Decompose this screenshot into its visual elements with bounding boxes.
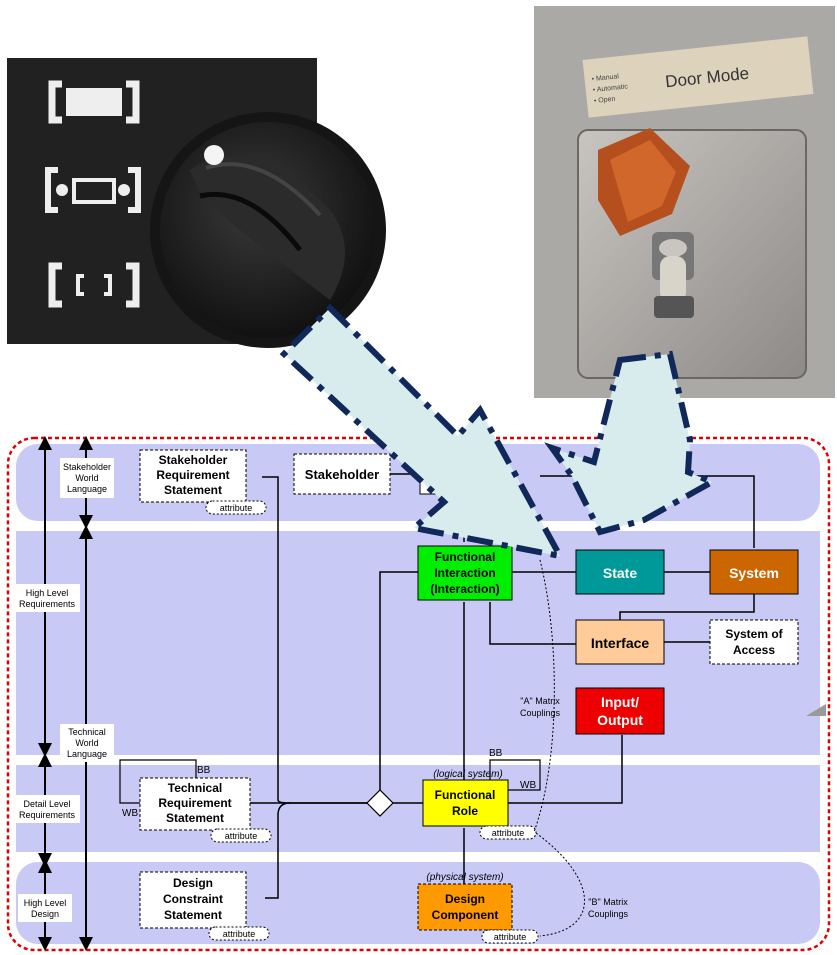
node-text: System bbox=[729, 565, 779, 581]
node-text: Design bbox=[445, 892, 485, 906]
a-matrix-label: Couplings bbox=[520, 708, 561, 718]
label-high-level-design: High Level Design bbox=[18, 894, 72, 922]
node-stakeholder-requirement-statement: Stakeholder Requirement Statement bbox=[140, 450, 246, 502]
attribute-pill: attribute bbox=[211, 829, 271, 842]
node-text: Statement bbox=[164, 483, 222, 497]
knob-photo bbox=[7, 58, 386, 348]
diagram: Stakeholder World Language High Level Re… bbox=[8, 438, 829, 950]
node-design-constraint-statement: Design Constraint Statement bbox=[140, 872, 246, 928]
left-label-line: Language bbox=[67, 484, 107, 494]
node-text: Role bbox=[452, 804, 478, 818]
toggle-switch bbox=[652, 232, 694, 318]
physical-system-label: (physical system) bbox=[426, 872, 503, 883]
node-system-of-access: System of Access bbox=[710, 620, 798, 664]
left-label-line: World bbox=[75, 738, 98, 748]
wb-label: WB bbox=[122, 808, 138, 819]
node-functional-role: Functional Role bbox=[423, 780, 508, 826]
wb-label: WB bbox=[520, 780, 536, 791]
logical-system-label: (logical system) bbox=[433, 769, 502, 780]
node-text: Output bbox=[597, 712, 643, 728]
node-text: State bbox=[603, 565, 637, 581]
node-technical-requirement-statement: Technical Requirement Statement bbox=[140, 778, 250, 830]
left-label-line: Requirements bbox=[19, 810, 76, 820]
node-text: Requirement bbox=[156, 468, 229, 482]
node-functional-interaction: Functional Interaction (Interaction) bbox=[418, 546, 512, 600]
left-label-line: Language bbox=[67, 749, 107, 759]
node-design-component: Design Component bbox=[418, 884, 512, 930]
attribute-text: attribute bbox=[492, 828, 525, 838]
node-stakeholder: Stakeholder bbox=[294, 454, 390, 494]
knob-indicator-dot bbox=[204, 145, 224, 165]
left-label-line: Technical bbox=[68, 727, 106, 737]
rotary-knob bbox=[150, 112, 386, 348]
node-text: Stakeholder bbox=[305, 467, 379, 482]
attribute-pill: attribute bbox=[209, 927, 269, 940]
b-matrix-label: Couplings bbox=[588, 909, 629, 919]
a-matrix-label: "A" Matrix bbox=[520, 696, 560, 706]
attribute-pill: attribute bbox=[480, 826, 536, 839]
node-interface: Interface bbox=[576, 620, 664, 664]
node-text: Requirement bbox=[158, 796, 231, 810]
attribute-text: attribute bbox=[223, 929, 256, 939]
b-matrix-label: "B" Matrix bbox=[588, 897, 628, 907]
node-text: System of bbox=[725, 627, 783, 641]
label-detail-level-requirements: Detail Level Requirements bbox=[14, 795, 80, 823]
attribute-pill: attribute bbox=[482, 930, 538, 943]
label-high-level-requirements: High Level Requirements bbox=[14, 584, 80, 612]
attribute-text: attribute bbox=[220, 503, 253, 513]
node-text: (Interaction) bbox=[430, 582, 499, 596]
node-text: Technical bbox=[168, 781, 222, 795]
node-text: Stakeholder bbox=[159, 453, 228, 467]
left-label-line: Requirements bbox=[19, 599, 76, 609]
left-label-line: Design bbox=[31, 909, 59, 919]
bb-label: BB bbox=[489, 748, 503, 759]
node-text: Interaction bbox=[434, 566, 495, 580]
node-text: Statement bbox=[164, 908, 222, 922]
attribute-text: attribute bbox=[494, 932, 527, 942]
node-input-output: Input/ Output bbox=[576, 688, 664, 734]
node-text: Access bbox=[733, 643, 775, 657]
node-system: System bbox=[710, 550, 798, 594]
left-label-line: Detail Level bbox=[23, 799, 70, 809]
bb-label: BB bbox=[197, 765, 211, 776]
attribute-text: attribute bbox=[225, 831, 258, 841]
node-text: Constraint bbox=[163, 892, 223, 906]
label-technical-world-language: Technical World Language bbox=[60, 724, 114, 762]
node-text: Statement bbox=[166, 811, 224, 825]
attribute-pill: attribute bbox=[206, 501, 266, 514]
left-label-line: High Level bbox=[26, 588, 69, 598]
node-text: Design bbox=[173, 876, 213, 890]
node-text: Functional bbox=[435, 788, 496, 802]
left-label-line: World bbox=[75, 473, 98, 483]
node-text: Functional bbox=[435, 550, 496, 564]
door-photo: Door Mode • Manual • Automatic • Open bbox=[534, 6, 835, 398]
node-text: Interface bbox=[591, 635, 650, 651]
node-text: Input/ bbox=[601, 694, 639, 710]
label-stakeholder-world-language: Stakeholder World Language bbox=[60, 458, 114, 498]
node-state: State bbox=[576, 550, 664, 594]
node-text: Component bbox=[432, 908, 499, 922]
left-label-line: Stakeholder bbox=[63, 462, 111, 472]
left-label-line: High Level bbox=[24, 898, 67, 908]
